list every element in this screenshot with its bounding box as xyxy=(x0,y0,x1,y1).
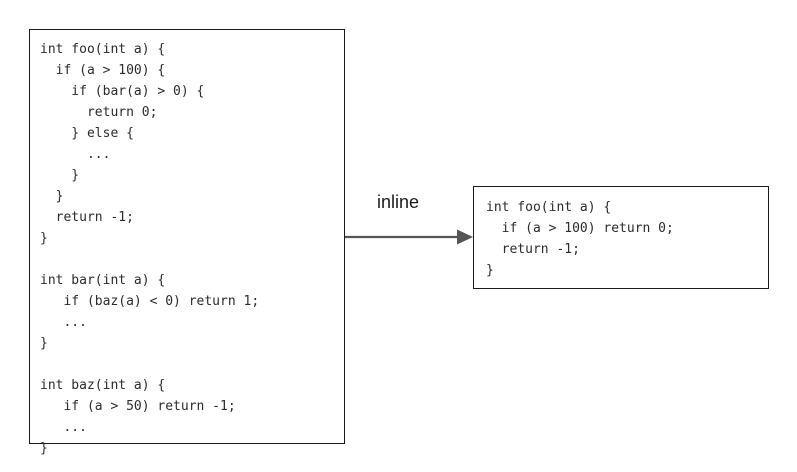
code-listing-before: int foo(int a) { if (a > 100) { if (bar(… xyxy=(40,42,260,456)
arrow-head xyxy=(457,229,473,245)
code-listing-after: int foo(int a) { if (a > 100) return 0; … xyxy=(486,200,674,278)
inline-arrow xyxy=(344,226,474,248)
code-box-before-inlining: int foo(int a) { if (a > 100) { if (bar(… xyxy=(29,29,345,456)
arrow-icon xyxy=(345,229,473,245)
code-box-after-inlining: int foo(int a) { if (a > 100) return 0; … xyxy=(473,186,769,289)
arrow-label-inline: inline xyxy=(377,192,420,212)
